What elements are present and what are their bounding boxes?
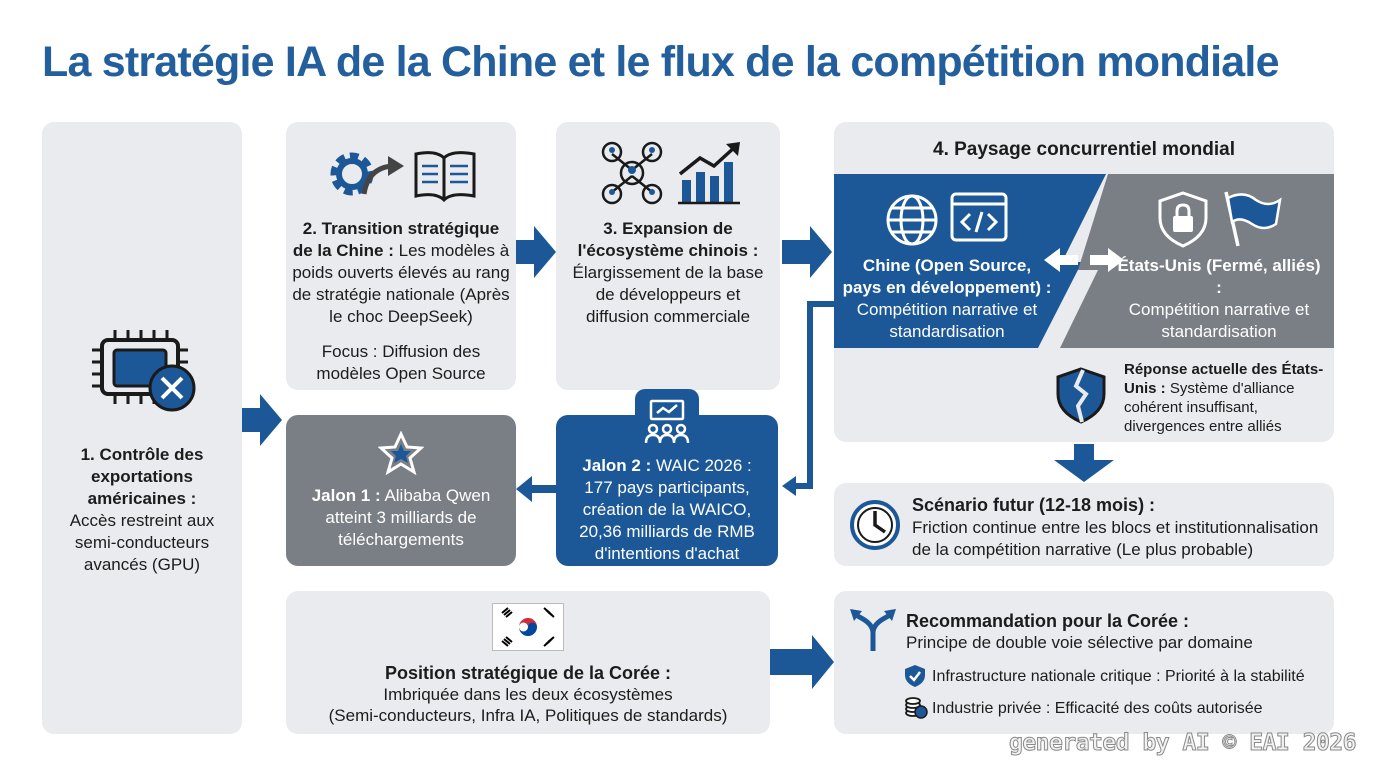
- lock-shield-icon: [1158, 191, 1208, 248]
- future-scenario-text: Scénario futur (12-18 mois) : Friction c…: [912, 494, 1330, 561]
- arrow-right-icon: [770, 635, 834, 689]
- korea-recommendation-body: Principe de double voie sélective par do…: [906, 633, 1253, 652]
- milestone2-label: Jalon 2 :: [582, 456, 652, 475]
- china-transition-box: 2. Transition stratégique de la Chine : …: [286, 122, 516, 390]
- korea-position-line2: (Semi-conducteurs, Infra IA, Politiques …: [328, 706, 728, 725]
- page-title: La stratégie IA de la Chine et le flux d…: [42, 38, 1279, 86]
- broken-shield-icon: [1056, 367, 1106, 424]
- milestone2-text: Jalon 2 : WAIC 2026 : 177 pays participa…: [566, 455, 768, 565]
- milestone2-body: WAIC 2026 : 177 pays participants, créat…: [579, 456, 755, 563]
- coins-icon: [905, 697, 928, 719]
- future-scenario-heading: Scénario futur (12-18 mois) :: [912, 495, 1156, 515]
- globe-icon: [886, 194, 938, 246]
- korea-flag-icon: [492, 603, 564, 651]
- flag-icon: [1224, 191, 1282, 247]
- export-control-heading: 1. Contrôle des exportations américaines…: [80, 445, 204, 508]
- global-landscape-box: 4. Paysage concurrentiel mondial Chine (…: [834, 122, 1334, 442]
- connector-arrow-icon: [782, 301, 836, 496]
- china-transition-focus: Focus : Diffusion des modèles Open Sourc…: [316, 342, 486, 383]
- arrow-right-icon: [242, 394, 282, 446]
- code-window-icon: [950, 192, 1008, 242]
- global-landscape-heading: 4. Paysage concurrentiel mondial: [933, 139, 1235, 160]
- milestone1-label: Jalon 1 :: [311, 486, 381, 505]
- export-control-text: 1. Contrôle des exportations américaines…: [50, 444, 234, 576]
- arrow-down-icon: [1054, 444, 1114, 482]
- china-side-heading: Chine (Open Source, pays en développemen…: [842, 256, 1052, 297]
- split-road-icon: [850, 609, 896, 651]
- export-control-body: Accès restreint aux semi-conducteurs ava…: [69, 511, 215, 574]
- china-side-text: Chine (Open Source, pays en développemen…: [842, 255, 1052, 343]
- exchange-arrows-icon: [1044, 248, 1124, 272]
- us-side-text: États-Unis (Fermé, alliés) : Compétition…: [1114, 255, 1324, 343]
- clock-icon: [850, 500, 900, 550]
- milestone2-box: Jalon 2 : WAIC 2026 : 177 pays participa…: [556, 389, 778, 566]
- chip-blocked-icon: [92, 330, 196, 412]
- gear-arrow-book-icon: [330, 151, 476, 203]
- us-response-body: Système d'alliance cohérent insuffisant,…: [1124, 380, 1295, 435]
- china-transition-body: Les modèles à poids ouverts élevés au ra…: [292, 241, 510, 326]
- future-scenario-box: Scénario futur (12-18 mois) : Friction c…: [834, 483, 1334, 566]
- china-ecosystem-body: Élargissement de la base de développeurs…: [572, 263, 764, 326]
- us-response-text: Réponse actuelle des États-Unis : Systèm…: [1124, 360, 1334, 436]
- korea-position-line1: Imbriquée dans les deux écosystèmes: [383, 685, 673, 704]
- milestone2-tab: [635, 389, 699, 437]
- china-ecosystem-box: 3. Expansion de l'écosystème chinois : É…: [556, 122, 780, 390]
- china-side-body: Compétition narrative et standardisation: [856, 300, 1038, 341]
- us-side-body: Compétition narrative et standardisation: [1128, 300, 1310, 341]
- milestone1-text: Jalon 1 : Alibaba Qwen atteint 3 milliar…: [302, 485, 500, 551]
- korea-recommendation-box: Recommandation pour la Corée : Principe …: [834, 591, 1334, 734]
- korea-recommendation-heading: Recommandation pour la Corée :: [906, 611, 1190, 631]
- milestone1-box: Jalon 1 : Alibaba Qwen atteint 3 milliar…: [286, 415, 516, 566]
- conference-icon: [644, 399, 690, 444]
- milestone1-body: Alibaba Qwen atteint 3 milliards de télé…: [325, 486, 491, 549]
- star-badge-icon: [378, 431, 424, 475]
- china-ecosystem-text: 3. Expansion de l'écosystème chinois : É…: [564, 218, 772, 328]
- future-scenario-body: Friction continue entre les blocs et ins…: [912, 518, 1319, 559]
- arrow-right-icon: [782, 226, 832, 278]
- korea-position-heading: Position stratégique de la Corée :: [384, 663, 672, 683]
- china-transition-heading: 2. Transition stratégique de la Chine :: [292, 219, 500, 260]
- shield-check-icon: [905, 665, 925, 687]
- recommendation-item-critical-infra: Infrastructure nationale critique : Prio…: [932, 668, 1305, 685]
- export-control-box: 1. Contrôle des exportations américaines…: [42, 122, 242, 734]
- us-side-heading: États-Unis (Fermé, alliés) :: [1117, 256, 1321, 297]
- china-ecosystem-heading: 3. Expansion de l'écosystème chinois :: [577, 219, 759, 260]
- recommendation-item-private-industry: Industrie privée : Efficacité des coûts …: [932, 700, 1263, 717]
- network-chart-icon: [601, 141, 740, 205]
- korea-position-box: Position stratégique de la Corée : Imbri…: [286, 591, 770, 734]
- watermark: generated by AI © EAI 2026: [1008, 730, 1357, 757]
- china-transition-text: 2. Transition stratégique de la Chine : …: [292, 218, 510, 328]
- arrow-left-icon: [516, 476, 556, 502]
- arrow-right-icon: [516, 226, 556, 278]
- us-response-heading: Réponse actuelle des États-Unis :: [1124, 361, 1324, 397]
